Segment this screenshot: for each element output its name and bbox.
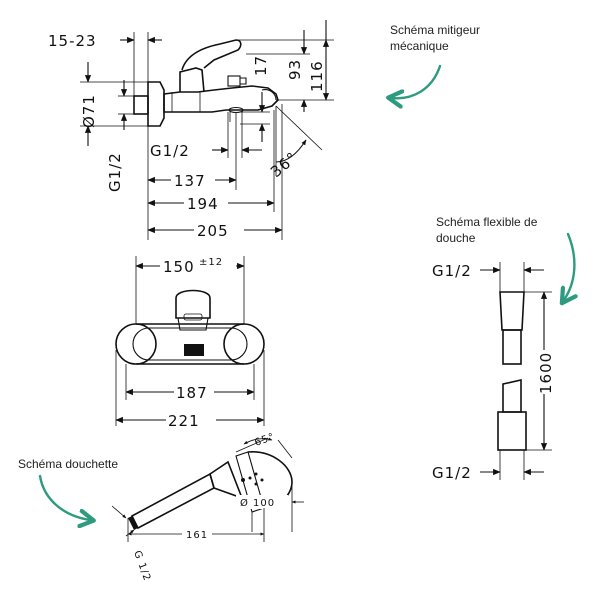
label-hose-g12-bottom: G1/2 (432, 464, 472, 482)
label-137: 137 (174, 172, 206, 190)
label-d100: Ø 100 (240, 497, 275, 509)
dimension-hose-g12-bottom: G1/2 (432, 450, 544, 482)
caption-hose-line2: douche (436, 231, 476, 245)
hose-view (497, 291, 527, 451)
caption-mixer-line1: Schéma mitigeur (390, 23, 481, 37)
dimension-1600: 1600 (524, 291, 555, 451)
hose-pointer-arrow-icon (564, 232, 574, 300)
caption-hose-line1: Schéma flexible de (436, 215, 538, 229)
dimension-15-23: 15-23 (48, 32, 162, 96)
label-hose-g12-top: G1/2 (432, 262, 472, 280)
dimension-hose-g12-top: G1/2 (432, 262, 544, 292)
dimension-g12-left: G1/2 (106, 80, 134, 192)
label-116: 116 (308, 60, 326, 92)
caption-hose: Schéma flexible de douche (436, 214, 537, 246)
label-187: 187 (176, 384, 208, 402)
caption-mixer-line2: mécanique (390, 39, 449, 53)
label-150: 150 (163, 258, 195, 276)
dimension-93-116: 93 116 (236, 20, 334, 112)
caption-handshower: Schéma douchette (18, 457, 119, 471)
label-15-23: 15-23 (48, 32, 97, 50)
handshower-pointer-arrow-icon (38, 474, 90, 520)
dimension-161: 161 (127, 508, 265, 542)
dimension-150: 150 ±12 (135, 256, 245, 324)
label-g12-mid: G1/2 (150, 142, 190, 160)
dimension-17: 17 (240, 55, 270, 142)
label-g12-left: G1/2 (106, 152, 124, 192)
label-205: 205 (197, 222, 229, 240)
mixer-front-view (115, 289, 265, 365)
dimension-g12-mid: G1/2 (150, 112, 262, 160)
dimension-d100: Ø 100 (236, 482, 304, 532)
dimension-187-221: 187 221 (115, 350, 265, 430)
caption-mixer: Schéma mitigeur mécanique (390, 22, 480, 54)
handshower-view (128, 451, 293, 530)
label-handshower-g12: G 1/2 (131, 549, 152, 583)
label-194: 194 (187, 195, 219, 213)
label-221: 221 (168, 412, 200, 430)
label-65-deg: 65° (253, 431, 276, 448)
label-17: 17 (252, 55, 270, 76)
label-d71: Ø71 (80, 94, 98, 128)
dimension-d71: Ø71 (80, 62, 150, 146)
dimension-137-194-205: 137 194 205 (147, 104, 283, 240)
mixer-pointer-arrow-icon (392, 64, 442, 98)
mixer-side-view (133, 39, 279, 127)
label-1600: 1600 (537, 352, 555, 394)
label-150-tolerance: ±12 (199, 257, 223, 268)
dimension-36-deg: 36° (267, 105, 323, 181)
label-93: 93 (286, 59, 304, 80)
label-161: 161 (186, 530, 208, 541)
